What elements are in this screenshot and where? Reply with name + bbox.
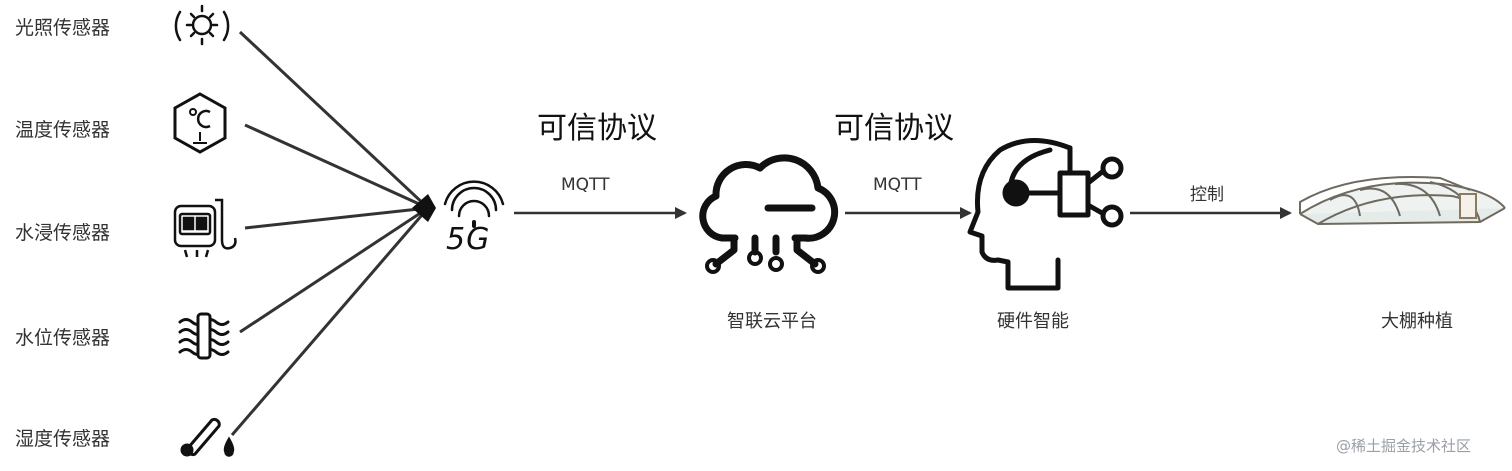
sensor-label-temperature: 温度传感器 — [15, 115, 110, 142]
light-sun-icon — [176, 6, 228, 44]
hardware-intelligence-label: 硬件智能 — [997, 307, 1069, 333]
protocol-title-1: 可信协议 — [537, 103, 657, 147]
humidity-drop-icon — [182, 419, 234, 456]
control-label: 控制 — [1190, 180, 1224, 205]
watermark: @稀土掘金技术社区 — [1336, 435, 1471, 456]
greenhouse-label: 大棚种植 — [1381, 307, 1453, 333]
cloud-platform-icon — [703, 158, 835, 272]
protocol-name-2: MQTT — [873, 175, 922, 195]
sensor-label-water-leak: 水浸传感器 — [15, 218, 110, 245]
sensor-label-humidity: 湿度传感器 — [15, 424, 110, 451]
protocol-title-2: 可信协议 — [834, 103, 954, 147]
thermometer-celsius-icon — [175, 94, 225, 152]
cloud-platform-label: 智联云平台 — [727, 307, 817, 333]
network-5g-label: 5G — [446, 222, 490, 257]
greenhouse-icon — [1300, 177, 1505, 224]
5g-signal-icon — [445, 182, 503, 226]
ai-head-icon — [970, 140, 1121, 288]
water-leak-sensor-icon — [175, 200, 235, 257]
water-level-icon — [180, 314, 228, 358]
connector-humidity — [232, 208, 428, 435]
connector-light — [240, 32, 428, 208]
sensor-label-light: 光照传感器 — [15, 13, 110, 40]
connector-temperature — [245, 125, 428, 208]
sensor-label-water-level: 水位传感器 — [15, 323, 110, 350]
protocol-name-1: MQTT — [561, 175, 610, 195]
